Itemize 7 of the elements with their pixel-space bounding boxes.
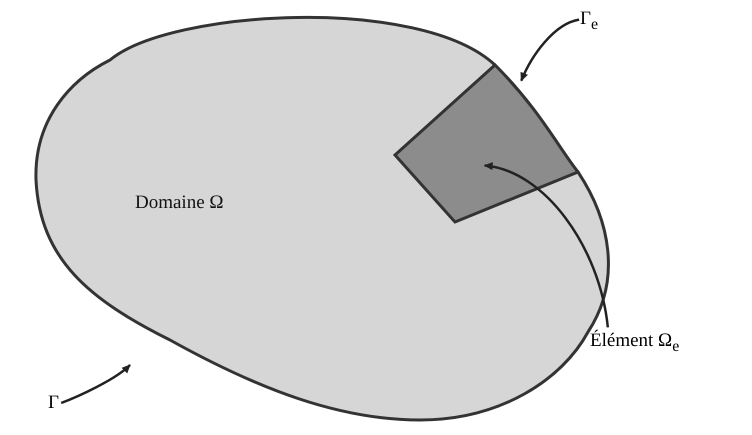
domain-label: Domaine Ω <box>135 192 224 214</box>
boundary-symbol: Γ <box>48 392 59 414</box>
element-label: Élément Ω$_{e}$ <box>590 330 680 356</box>
leader-line <box>520 18 580 82</box>
boundary-symbol: Γ$_{e}$ <box>580 8 598 34</box>
leader-line <box>484 162 610 328</box>
leader-line <box>60 364 131 404</box>
